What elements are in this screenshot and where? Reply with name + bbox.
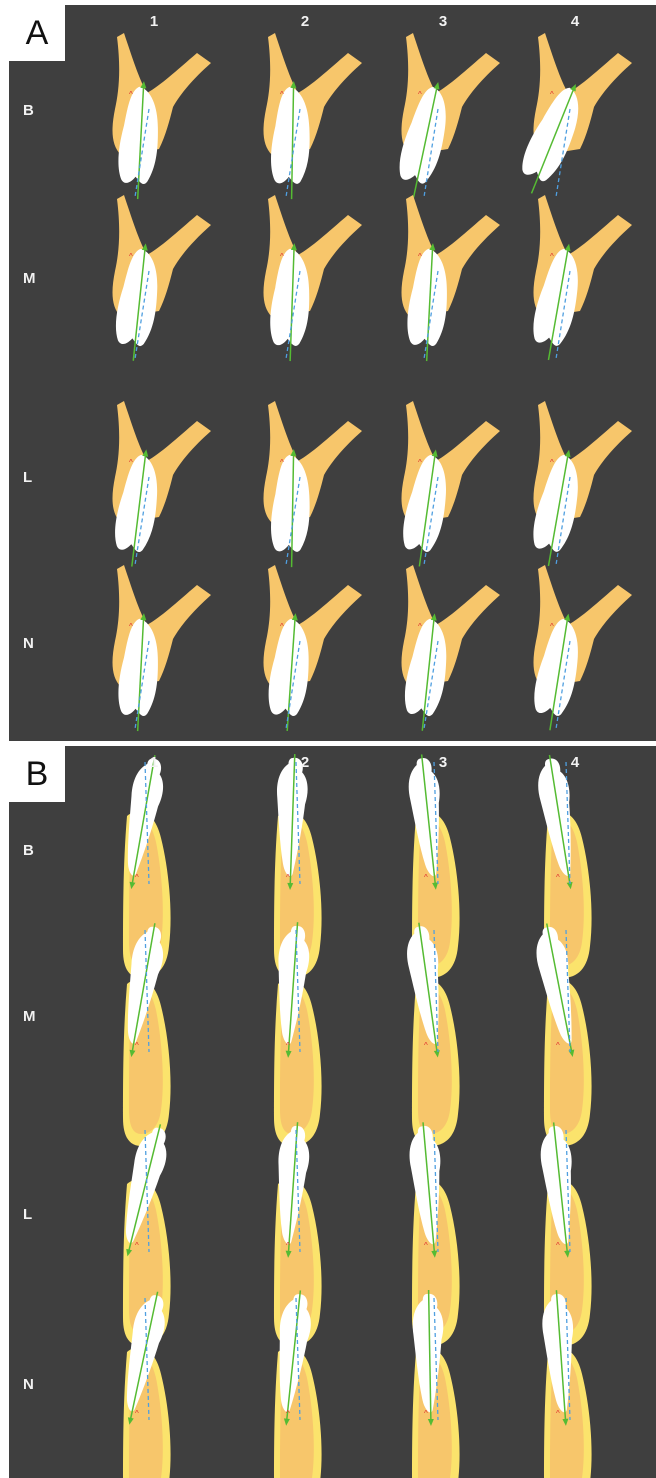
apex-marker: ^: [556, 873, 560, 882]
tooth-section: ^: [264, 565, 362, 733]
apex-marker: ^: [424, 1241, 428, 1250]
row-label-n: N: [23, 635, 43, 652]
axis-arrowhead: [565, 449, 572, 457]
apex-marker: ^: [135, 873, 139, 882]
apex-marker: ^: [129, 252, 133, 261]
tooth-section: ^: [264, 33, 362, 200]
apex-marker: ^: [286, 1241, 290, 1250]
apex-marker: ^: [556, 1409, 560, 1418]
column-label-3: 3: [428, 13, 458, 30]
apex-marker: ^: [550, 252, 554, 261]
panel-b: ^ ^ ^ ^ ^ ^ ^ ^ ^ ^ ^ ^ ^ ^ ^ ^ B 1 2 3 4 B M L N: [9, 746, 656, 1478]
apex-marker: ^: [135, 1041, 139, 1050]
apex-marker: ^: [424, 1041, 428, 1050]
tooth-section: ^: [528, 565, 632, 733]
apex-marker: ^: [280, 252, 284, 261]
apex-marker: ^: [424, 873, 428, 882]
panel-letter-b: B: [9, 746, 65, 802]
row-label-m: M: [23, 1008, 43, 1025]
apex-marker: ^: [418, 622, 422, 631]
tooth-section: ^: [264, 401, 362, 568]
tooth-section: ^: [109, 401, 211, 569]
axis-arrowhead: [565, 243, 572, 251]
axis-arrowhead: [564, 613, 571, 621]
apex-marker: ^: [280, 622, 284, 631]
axis-arrowhead: [434, 81, 442, 89]
axis-arrowhead: [431, 613, 438, 621]
axis-arrowhead: [142, 449, 149, 457]
column-label-2: 2: [290, 754, 320, 771]
apex-marker: ^: [418, 458, 422, 467]
tooth-section: ^: [511, 33, 632, 200]
tooth-section: ^: [113, 1288, 171, 1478]
column-label-4: 4: [560, 754, 590, 771]
column-label-4: 4: [560, 13, 590, 30]
row-label-b: B: [23, 102, 43, 119]
apex-marker: ^: [556, 1241, 560, 1250]
tooth-section: ^: [113, 33, 211, 200]
apex-marker: ^: [418, 252, 422, 261]
tooth-section: ^: [397, 401, 500, 569]
axis-arrowhead: [432, 449, 439, 457]
column-label-3: 3: [428, 754, 458, 771]
row-label-m: M: [23, 270, 43, 287]
tooth-section: ^: [264, 195, 362, 362]
apex-marker: ^: [129, 90, 133, 99]
tooth-section: ^: [402, 195, 500, 362]
panel-a-figure: ^ ^ ^ ^ ^ ^ ^ ^ ^ ^ ^ ^ ^ ^ ^ ^: [9, 5, 656, 741]
apex-marker: ^: [135, 1409, 139, 1418]
tooth-section: ^: [400, 565, 500, 733]
axis-arrowhead: [142, 243, 149, 251]
tooth-section: ^: [526, 401, 632, 569]
apex-marker: ^: [286, 873, 290, 882]
tooth-section: ^: [391, 33, 500, 201]
apex-marker: ^: [424, 1409, 428, 1418]
column-label-1: 1: [139, 754, 169, 771]
apex-marker: ^: [280, 458, 284, 467]
apex-marker: ^: [550, 90, 554, 99]
apex-marker: ^: [286, 1041, 290, 1050]
apex-marker: ^: [280, 90, 284, 99]
tooth-section: ^: [113, 565, 211, 732]
tooth-section: ^: [111, 195, 211, 363]
apex-marker: ^: [129, 458, 133, 467]
apex-marker: ^: [556, 1041, 560, 1050]
column-label-2: 2: [290, 13, 320, 30]
apex-marker: ^: [550, 622, 554, 631]
column-label-1: 1: [139, 13, 169, 30]
panel-a: ^ ^ ^ ^ ^ ^ ^ ^ ^ ^ ^ ^ ^ ^ ^ ^ A 1 2 3 4 B M L N: [9, 5, 656, 741]
apex-marker: ^: [129, 622, 133, 631]
row-label-l: L: [23, 1206, 43, 1223]
apex-marker: ^: [135, 1241, 139, 1250]
tooth-section: ^: [526, 195, 632, 363]
row-label-l: L: [23, 469, 43, 486]
row-label-b: B: [23, 842, 43, 859]
panel-b-figure: ^ ^ ^ ^ ^ ^ ^ ^ ^ ^ ^ ^ ^ ^ ^ ^: [9, 746, 656, 1478]
apex-marker: ^: [550, 458, 554, 467]
apex-marker: ^: [418, 90, 422, 99]
apex-marker: ^: [286, 1409, 290, 1418]
panel-letter-a: A: [9, 5, 65, 61]
row-label-n: N: [23, 1376, 43, 1393]
